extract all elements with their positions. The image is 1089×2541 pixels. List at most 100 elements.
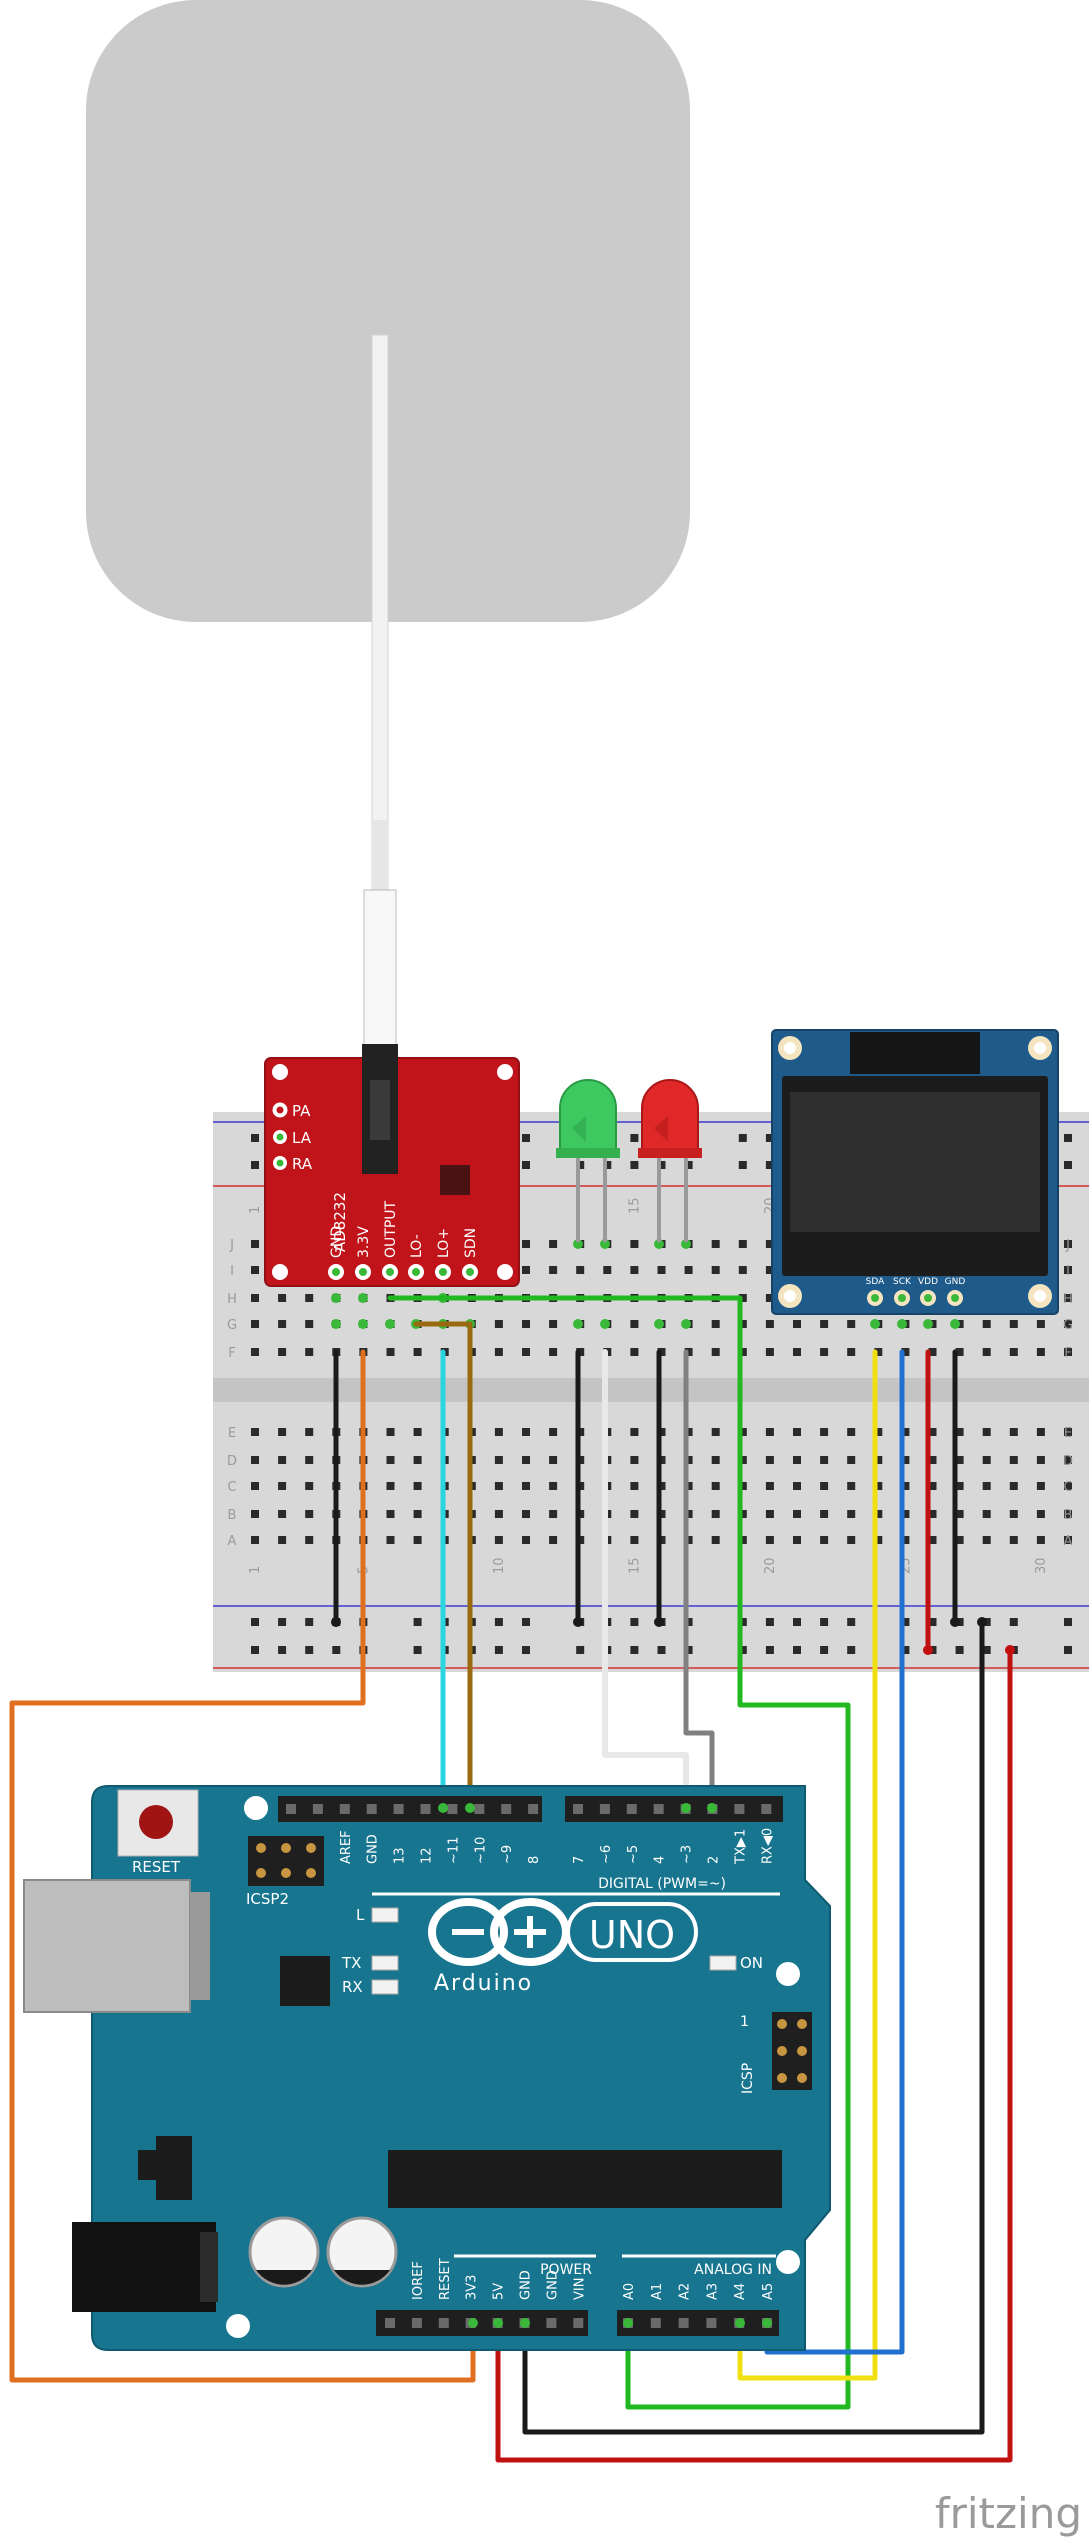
- breadboard-hole: [494, 1320, 503, 1328]
- breadboard-hole: [251, 1510, 259, 1518]
- rail-hole: [657, 1646, 666, 1654]
- breadboard-hole: [1064, 1294, 1072, 1302]
- breadboard-hole-used: [897, 1319, 907, 1329]
- breadboard-hole: [630, 1240, 639, 1248]
- breadboard-hole: [251, 1428, 259, 1436]
- mount-hole: [226, 2314, 250, 2338]
- rail-hole: [793, 1646, 801, 1654]
- breadboard-hole-used: [600, 1319, 610, 1329]
- breadboard-hole: [305, 1320, 314, 1328]
- led-on: [709, 1955, 737, 1971]
- breadboard-hole-used: [331, 1319, 341, 1329]
- wire-orange-3v3: [9, 1349, 476, 2383]
- breadboard-hole-used: [358, 1293, 368, 1303]
- breadboard-hole: [549, 1266, 558, 1274]
- breadboard-hole: [765, 1482, 774, 1490]
- rail-hole: [738, 1618, 747, 1626]
- header-pin-used: [520, 2318, 530, 2328]
- breadboard-hole: [305, 1536, 314, 1544]
- breadboard-hole: [251, 1482, 259, 1490]
- breadboard-hole: [765, 1266, 774, 1274]
- rail-hole: [738, 1161, 747, 1169]
- oled-pin-label: SDA: [866, 1277, 885, 1287]
- electrode-label-pa: PA: [292, 1102, 311, 1120]
- sensor-pin-label: OUTPUT: [383, 1200, 399, 1258]
- breadboard-hole: [684, 1456, 693, 1464]
- breadboard-hole: [684, 1536, 693, 1544]
- rail-hole: [738, 1134, 747, 1142]
- digital-pin-label: RX◀0: [760, 1828, 775, 1864]
- icsp-header: [772, 2012, 812, 2090]
- breadboard-hole: [955, 1536, 964, 1544]
- row-letter: G: [227, 1318, 237, 1333]
- breadboard-hole: [738, 1294, 747, 1302]
- breadboard-hole: [413, 1428, 422, 1436]
- row-letter: B: [228, 1508, 237, 1523]
- breadboard-hole: [1036, 1428, 1045, 1436]
- breadboard-hole: [847, 1456, 856, 1464]
- breadboard-hole: [305, 1510, 314, 1518]
- rail-hole: [1064, 1134, 1072, 1142]
- breadboard-hole: [278, 1320, 287, 1328]
- breadboard-hole: [603, 1266, 612, 1274]
- rail-hole: [684, 1618, 693, 1626]
- breadboard-hole: [901, 1510, 910, 1518]
- power-pin-label: 5V: [492, 2283, 507, 2300]
- breadboard-hole: [1064, 1510, 1072, 1518]
- analog-label: ANALOG IN: [694, 2262, 772, 2278]
- rail-hole: [630, 1161, 639, 1169]
- rail-hole: [494, 1618, 503, 1626]
- breadboard-hole: [765, 1510, 774, 1518]
- rail-hole: [765, 1134, 774, 1142]
- rail-hole: [901, 1646, 910, 1654]
- mount-hole: [497, 1064, 513, 1080]
- header-pin: [653, 1804, 664, 1814]
- breadboard-hole: [901, 1428, 910, 1436]
- breadboard-hole: [305, 1294, 314, 1302]
- breadboard-hole: [738, 1320, 747, 1328]
- wire-endpoints: [331, 1617, 1015, 1655]
- row-letter: F: [228, 1346, 235, 1361]
- analog-header: [617, 2310, 779, 2336]
- voltage-regulator: [156, 2136, 192, 2200]
- mount-hole: [497, 1264, 513, 1280]
- breadboard-hole: [820, 1510, 829, 1518]
- power-pin-label: IOREF: [411, 2261, 426, 2300]
- breadboard-hole: [955, 1510, 964, 1518]
- wire-black-rail-gnd: [522, 1619, 985, 2435]
- breadboard-hole: [738, 1240, 747, 1248]
- breadboard-hole: [793, 1482, 801, 1490]
- breadboard-hole: [549, 1348, 558, 1356]
- breadboard-hole: [630, 1482, 639, 1490]
- column-number: 15: [627, 1197, 642, 1214]
- breadboard-hole: [1036, 1348, 1045, 1356]
- breadboard-hole: [1036, 1510, 1045, 1518]
- brand-label: Arduino: [434, 1971, 533, 1996]
- header-pin: [546, 2318, 557, 2328]
- oled-screen: [790, 1092, 1040, 1232]
- breadboard-hole: [955, 1428, 964, 1436]
- breadboard-hole: [874, 1510, 883, 1518]
- breadboard-hole: [738, 1510, 747, 1518]
- header-pin-used: [468, 2318, 478, 2328]
- breadboard-hole: [1009, 1510, 1018, 1518]
- column-number: 10: [492, 1557, 507, 1574]
- column-number: 15: [627, 1557, 642, 1574]
- digital-pin-label: ~5: [626, 1845, 641, 1864]
- rail-hole: [251, 1646, 259, 1654]
- breadboard-hole: [874, 1536, 883, 1544]
- row-letter: H: [227, 1292, 237, 1307]
- mount-hole: [776, 2250, 800, 2274]
- power-pin-label: GND: [519, 2270, 534, 2300]
- digital-pin-label: 13: [393, 1847, 408, 1864]
- breadboard-hole: [738, 1456, 747, 1464]
- digital-header-right: [565, 1796, 783, 1822]
- breadboard-hole: [251, 1456, 259, 1464]
- breadboard-hole: [630, 1456, 639, 1464]
- digital-pin-label: ~3: [680, 1845, 695, 1864]
- breadboard-hole: [928, 1482, 937, 1490]
- header-pin: [761, 1804, 772, 1814]
- breadboard-hole: [413, 1536, 422, 1544]
